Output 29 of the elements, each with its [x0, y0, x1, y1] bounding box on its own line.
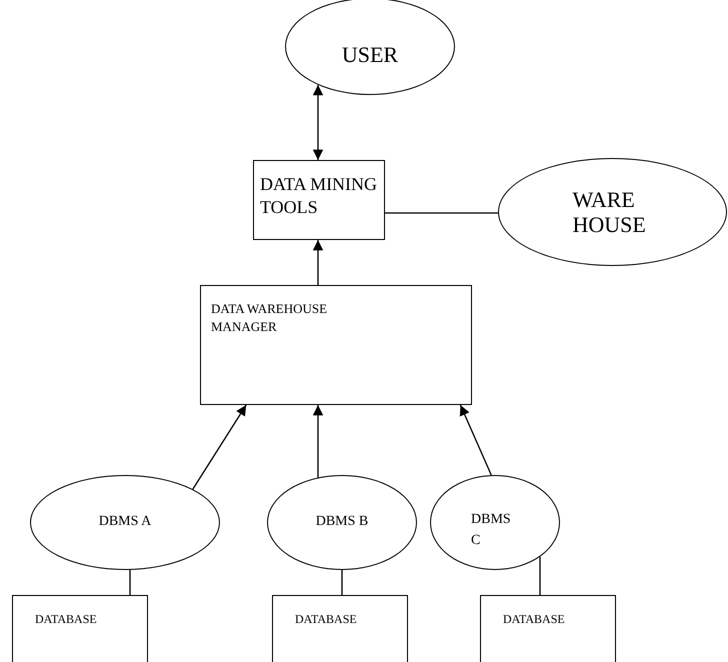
dbms-ellipse — [30, 475, 220, 570]
node-label: DATABASE — [35, 611, 97, 628]
node-label: DATABASE — [295, 611, 357, 628]
connector-line — [341, 570, 343, 595]
arrow — [312, 84, 324, 160]
node-label: DATA WAREHOUSE MANAGER — [211, 300, 328, 336]
connector-line — [385, 212, 498, 214]
node-label: DATA MINING TOOLS — [260, 173, 378, 220]
process-box — [253, 160, 385, 240]
node-label: DBMS C — [471, 511, 511, 550]
arrow — [312, 405, 324, 478]
user-ellipse — [285, 0, 455, 95]
warehouse-ellipse — [498, 158, 727, 266]
arrow — [312, 240, 324, 285]
database-box — [480, 595, 616, 662]
node-label: DATABASE — [503, 611, 565, 628]
process-box — [200, 285, 472, 405]
arrow — [460, 404, 492, 476]
node-label: USER — [342, 41, 398, 69]
node-label: DBMS B — [316, 513, 368, 531]
database-box — [12, 595, 148, 662]
dbms-ellipse — [267, 475, 417, 570]
connector-line — [129, 570, 131, 595]
connector-line — [539, 556, 541, 595]
node-label: WARE HOUSE — [572, 186, 647, 238]
dbms-ellipse — [430, 475, 560, 570]
database-box — [272, 595, 408, 662]
node-label: DBMS A — [98, 513, 152, 531]
arrow — [192, 404, 247, 490]
